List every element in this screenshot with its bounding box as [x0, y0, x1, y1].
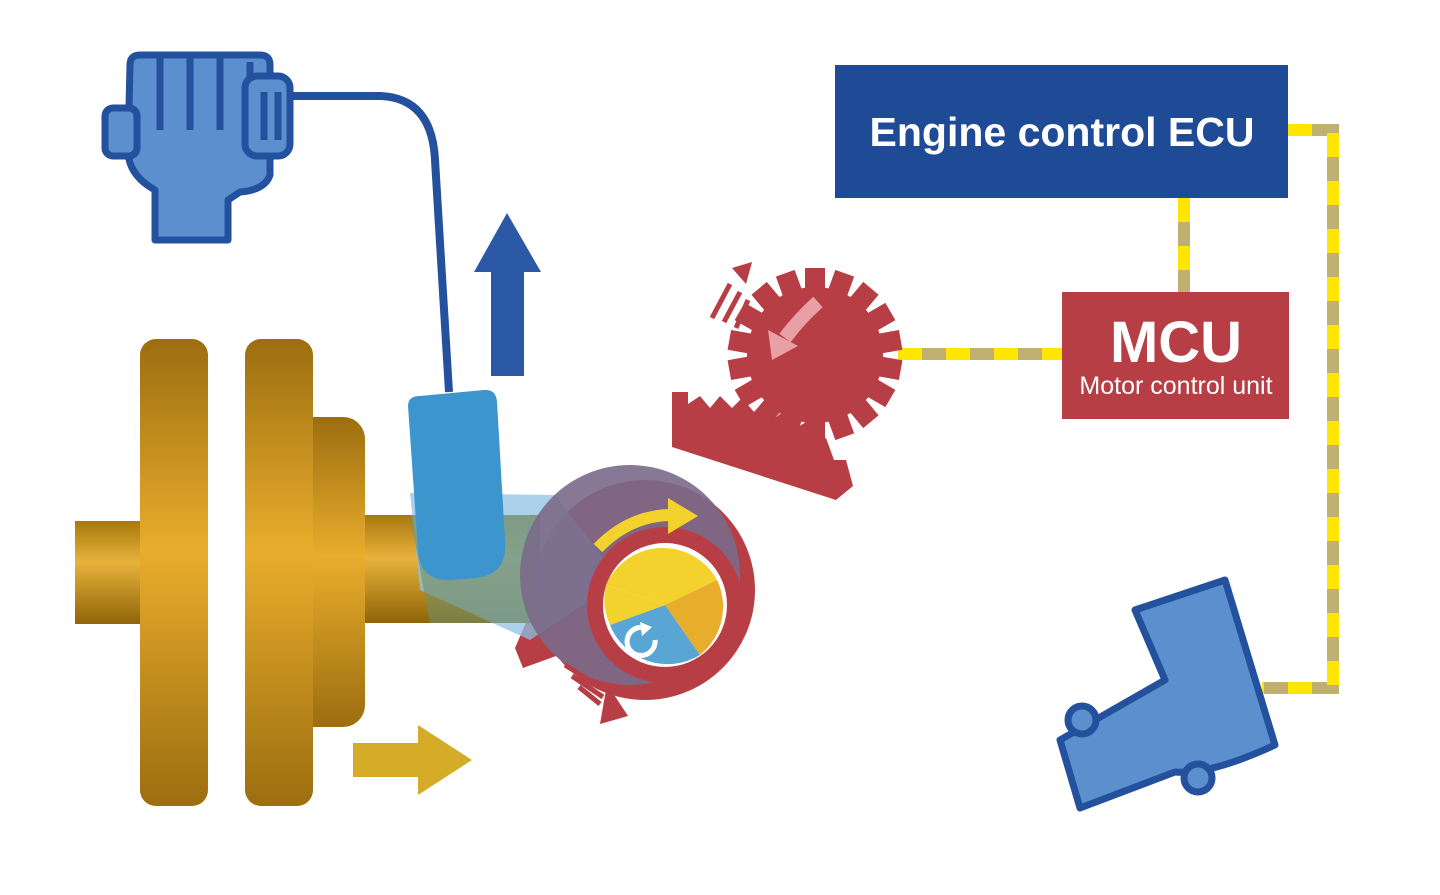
hand-cable [288, 92, 453, 393]
gear-rotation-arrow [779, 296, 823, 343]
engine-control-ecu: Engine control ECU [835, 65, 1288, 198]
clutch-disc-right [245, 339, 313, 806]
blue-up-arrow [474, 213, 541, 376]
clutch-assembly [75, 339, 540, 806]
red-motion-arrow-lower [563, 662, 628, 724]
foot-pedal-icon [1056, 576, 1279, 812]
motor-gear-icon [727, 268, 903, 442]
mcu-sublabel: Motor control unit [1079, 372, 1272, 400]
mcu-label: MCU [1110, 310, 1242, 375]
motor-control-unit: MCU Motor control unit [1062, 292, 1289, 419]
input-shaft-stub [75, 521, 145, 624]
signal-lines [898, 124, 1339, 694]
clutch-disc-left [140, 339, 208, 806]
clutch-actuator-sensor [408, 389, 506, 581]
yellow-rotation-arrow [593, 498, 698, 553]
gold-right-arrow [353, 725, 472, 795]
hand-icon [101, 51, 294, 244]
ecu-label: Engine control ECU [870, 109, 1255, 155]
